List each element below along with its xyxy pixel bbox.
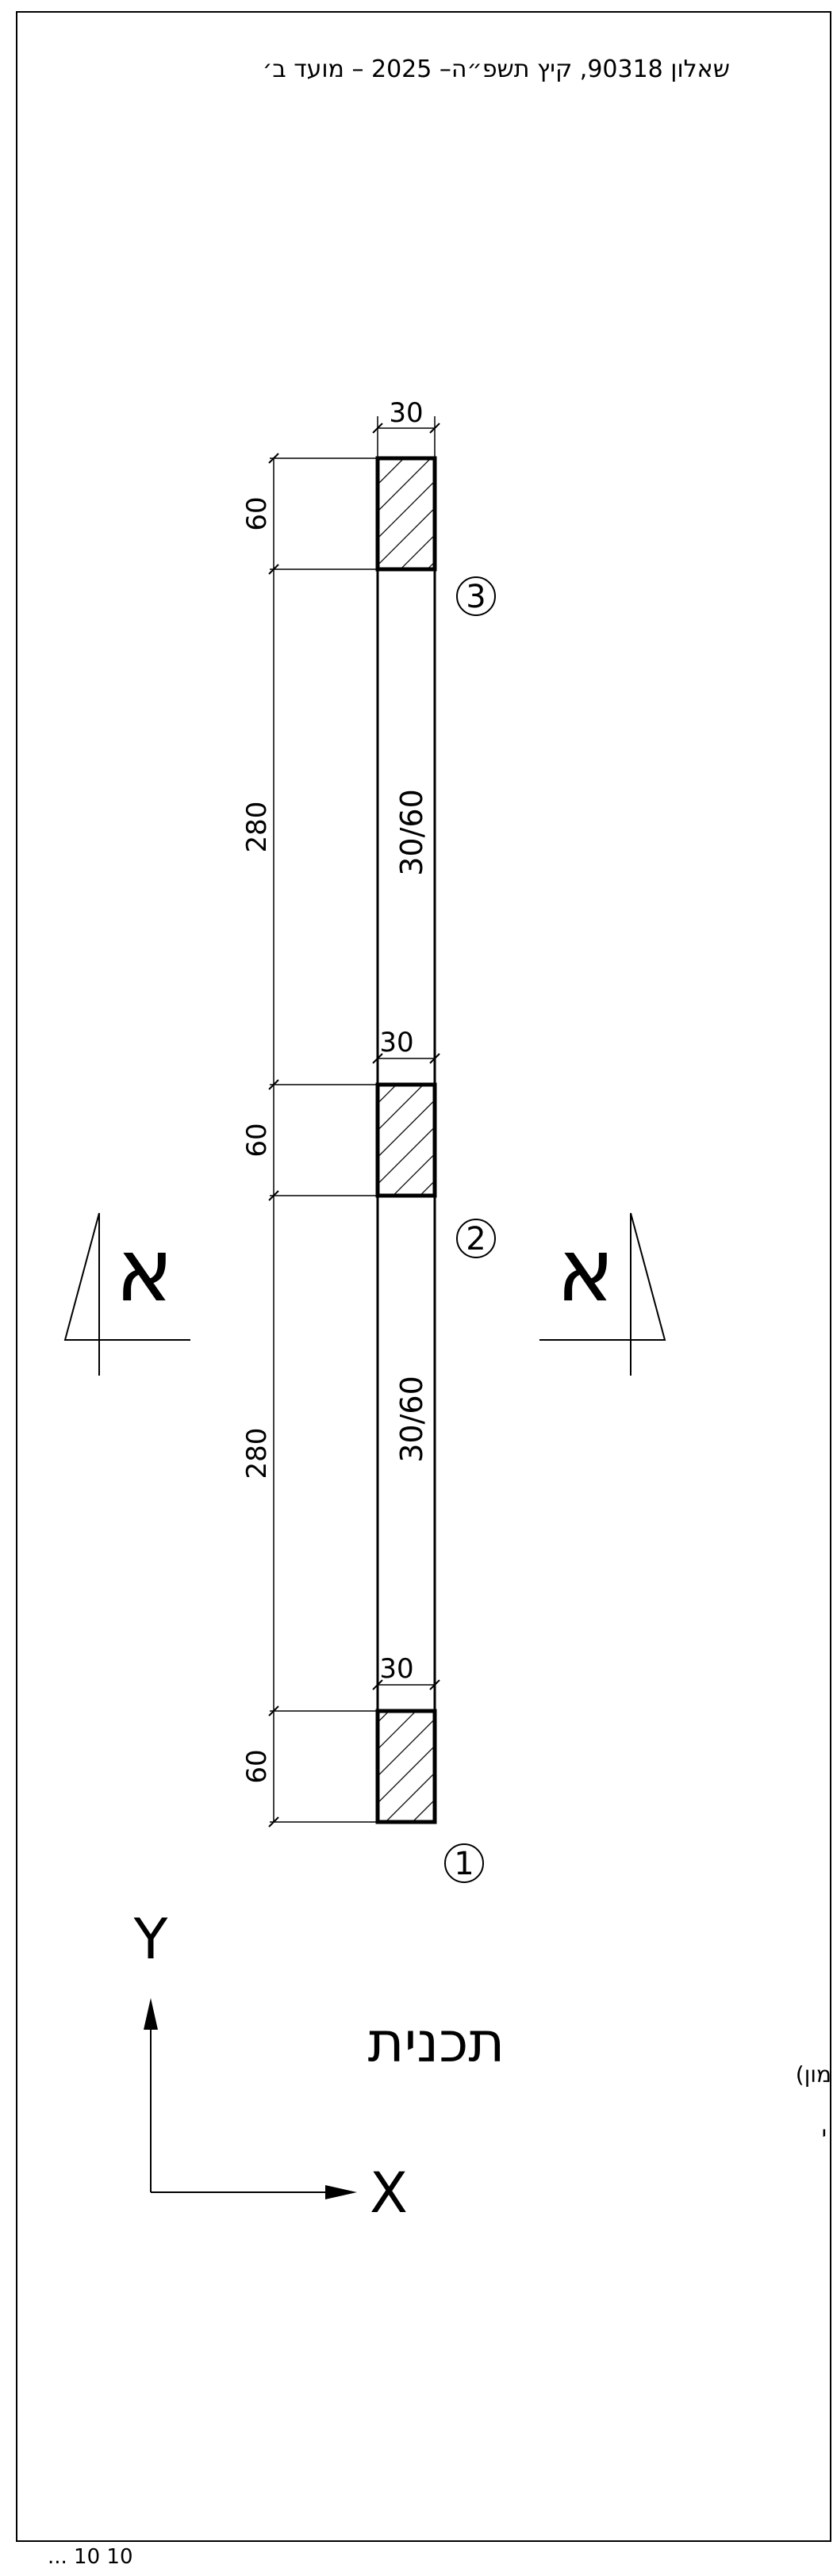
axis-x-label: X [370, 2161, 408, 2226]
width-dimension-bottom-label: 30 [379, 1653, 413, 1685]
clipped-right-text-1: מון) [795, 2061, 831, 2088]
plan-title: תכנית [368, 2010, 505, 2075]
column-3-section [375, 456, 437, 572]
section-marker-left-label: א [115, 1219, 174, 1321]
width-dimension-top [372, 416, 440, 458]
column-2-section [375, 1082, 437, 1198]
drawing-frame [16, 11, 831, 2542]
column-marker-3-circle [456, 576, 496, 616]
length-dimension-chain [268, 453, 378, 1828]
length-dimension-2: 280 [241, 802, 273, 853]
page-header: שאלון 90318, קיץ תשפ״ה– 2025 – מועד ב׳ [262, 56, 730, 83]
width-dimension-middle [372, 1047, 440, 1085]
column-marker-2-circle [456, 1219, 496, 1258]
length-dimension-5: 60 [241, 1749, 273, 1783]
length-dimension-1: 60 [241, 496, 273, 530]
section-marker-right [539, 1212, 666, 1376]
beam-label-bottom: 30/60 [394, 1376, 429, 1463]
column-3 [375, 456, 437, 572]
column-marker-2: 2 [466, 1221, 486, 1257]
clipped-right-text-2: י [821, 2121, 827, 2147]
length-dimension-3: 60 [241, 1123, 273, 1157]
column-marker-1: 1 [454, 1846, 474, 1882]
width-dimension-middle-label: 30 [379, 1027, 413, 1058]
section-marker-left [63, 1212, 190, 1376]
axis-y-label: Y [133, 1907, 168, 1972]
length-dimension-4: 280 [241, 1428, 273, 1479]
beam-label-top: 30/60 [394, 789, 429, 876]
width-dimension-bottom [372, 1673, 440, 1711]
column-marker-3: 3 [466, 579, 486, 615]
section-marker-right-label: א [556, 1219, 615, 1321]
footer-fragment: ... 10 10 [48, 2545, 133, 2569]
column-marker-1-circle [444, 1843, 484, 1883]
width-dimension-top-label: 30 [389, 397, 423, 429]
axis-diagram [144, 1998, 357, 2199]
column-1-section [375, 1709, 437, 1824]
